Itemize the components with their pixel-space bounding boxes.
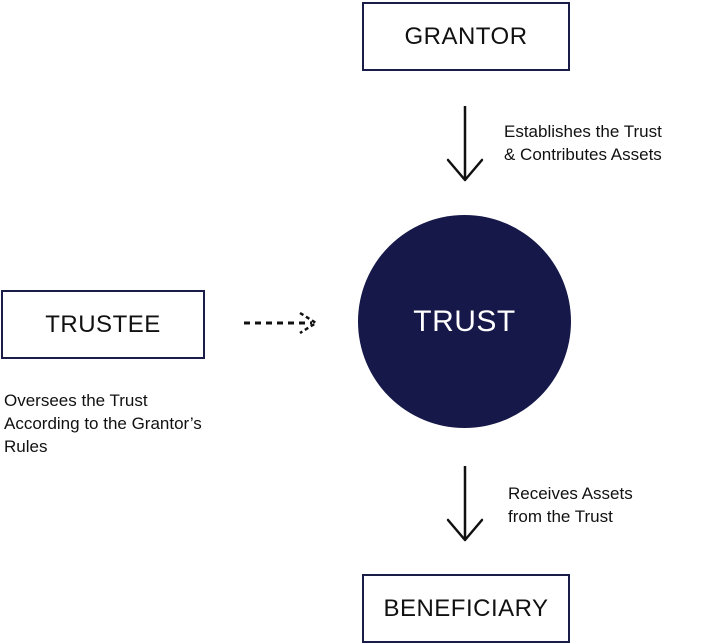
beneficiary-caption-line-2: from the Trust	[508, 507, 613, 526]
trustee-caption: Oversees the Trust According to the Gran…	[4, 389, 202, 458]
trustee-caption-line-2: According to the Grantor’s	[4, 414, 202, 433]
grantor-caption-line-1: Establishes the Trust	[504, 122, 662, 141]
grantor-label: GRANTOR	[404, 22, 528, 50]
grantor-caption-line-2: & Contributes Assets	[504, 145, 662, 164]
dashed-arrow-trustee-to-trust	[244, 311, 318, 335]
down-arrow-grantor-to-trust	[446, 106, 484, 182]
trustee-caption-line-1: Oversees the Trust	[4, 391, 148, 410]
beneficiary-caption-line-1: Receives Assets	[508, 484, 633, 503]
grantor-caption: Establishes the Trust & Contributes Asse…	[504, 120, 662, 166]
beneficiary-label: BENEFICIARY	[383, 594, 549, 622]
trustee-label: TRUSTEE	[45, 310, 161, 338]
grantor-box: GRANTOR	[362, 2, 570, 71]
trust-label: TRUST	[413, 304, 516, 338]
beneficiary-box: BENEFICIARY	[362, 574, 570, 643]
down-arrow-trust-to-beneficiary	[446, 466, 484, 542]
trustee-box: TRUSTEE	[1, 290, 205, 359]
trust-circle: TRUST	[358, 215, 571, 428]
trustee-caption-line-3: Rules	[4, 437, 48, 456]
beneficiary-caption: Receives Assets from the Trust	[508, 482, 633, 528]
